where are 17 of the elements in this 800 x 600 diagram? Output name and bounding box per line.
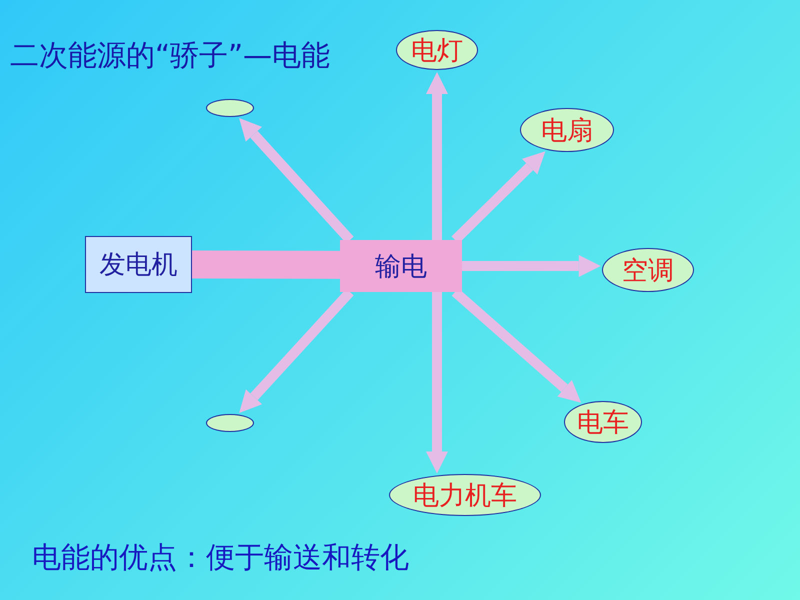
- node-label: 电灯: [411, 34, 463, 68]
- arrow: [462, 255, 601, 277]
- node-label: 电力机车: [413, 480, 517, 512]
- node-label: 发电机: [100, 249, 178, 282]
- node-label: 输电: [375, 250, 427, 284]
- title: 二次能源的“骄子”—电能: [10, 37, 330, 74]
- process-box: [340, 240, 462, 292]
- arrow: [426, 72, 448, 240]
- arrow: [426, 292, 448, 474]
- node-label: 电扇: [541, 114, 593, 148]
- node-label: 空调: [622, 254, 674, 288]
- process-box: [85, 236, 192, 293]
- oval-node: [206, 414, 254, 432]
- note-text: 电能的优点：便于输送和转化: [32, 539, 409, 576]
- oval-node: [206, 99, 254, 117]
- connector-band: [192, 250, 340, 279]
- node-label: 电车: [577, 406, 629, 440]
